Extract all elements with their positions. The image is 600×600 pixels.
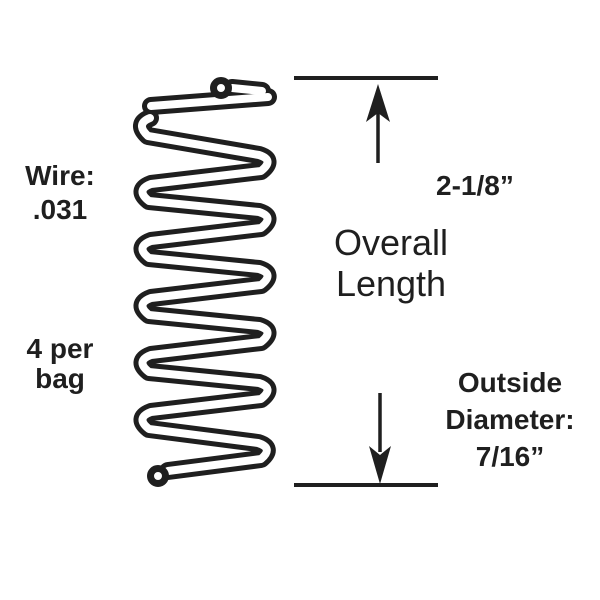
wire-size-line1: Wire: — [25, 160, 95, 191]
wire-size-line2: .031 — [32, 194, 88, 225]
overall-length-caption-line2: Length — [335, 263, 447, 304]
wire-end-top-icon — [210, 77, 232, 99]
overall-length-caption: Overall Length — [300, 222, 482, 304]
wire-size-label: Wire: .031 — [8, 159, 112, 227]
up-arrow-icon — [366, 84, 390, 122]
spring-coil — [133, 77, 277, 487]
overall-length-caption-line1: Overall — [333, 222, 449, 263]
quantity-line1: 4 per — [26, 333, 94, 364]
wire-end-bottom-icon — [147, 465, 169, 487]
quantity-line2: bag — [35, 363, 85, 394]
outside-diameter-line1: Outside — [457, 367, 563, 398]
overall-length-value: 2-1/8” — [436, 170, 514, 201]
outside-diameter-line2: Diameter: — [445, 404, 575, 435]
overall-length-dimension — [294, 76, 438, 487]
outside-diameter-label: Outside Diameter: 7/16” — [420, 364, 600, 475]
outside-diameter-line3: 7/16” — [475, 441, 545, 472]
down-arrow-icon — [369, 446, 391, 484]
quantity-label: 4 per bag — [8, 334, 112, 394]
